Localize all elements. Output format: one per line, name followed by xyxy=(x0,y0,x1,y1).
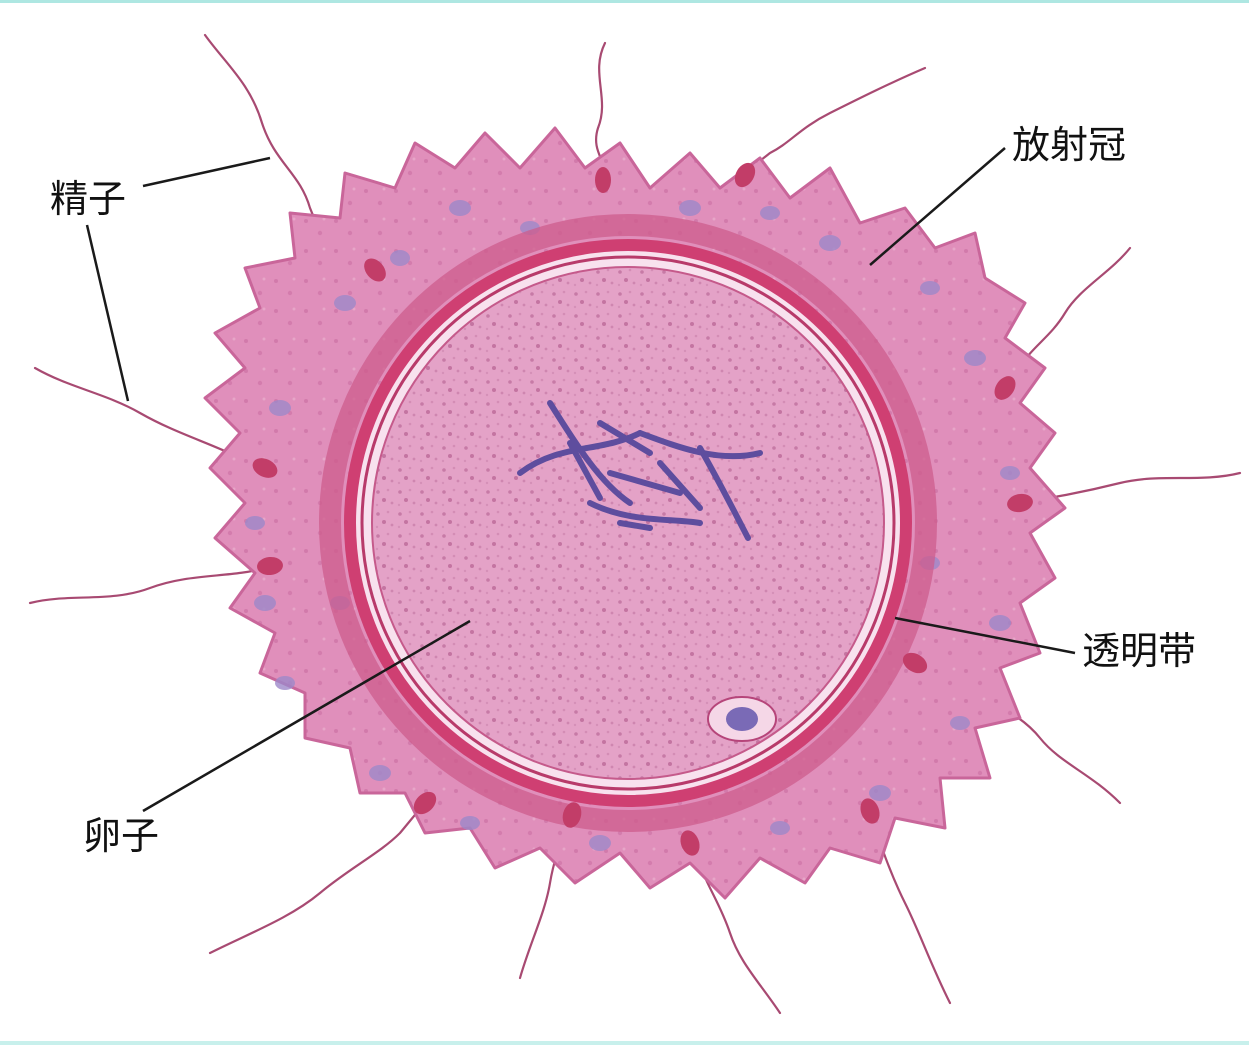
label-sperm: 精子 xyxy=(50,178,126,220)
label-zona-pellucida: 透明带 xyxy=(1082,630,1196,672)
leader-sperm-lower xyxy=(87,225,128,401)
leader-sperm-upper xyxy=(143,158,270,186)
label-egg: 卵子 xyxy=(83,815,159,857)
polar-body xyxy=(708,697,776,741)
label-corona-radiata: 放射冠 xyxy=(1012,124,1126,166)
